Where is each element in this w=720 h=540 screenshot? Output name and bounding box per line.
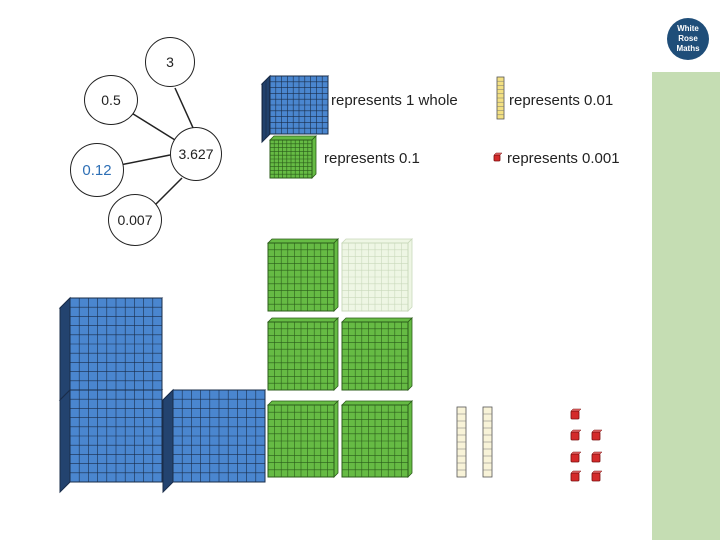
thousandth-cube-4 bbox=[570, 451, 582, 463]
part-value-hundredths: 0.12 bbox=[82, 161, 112, 179]
part-value-ones: 3 bbox=[166, 54, 174, 70]
hundredth-rod-2 bbox=[482, 406, 493, 478]
tenth-flat-4 bbox=[267, 400, 339, 478]
part-circle-hundredths: 0.12 bbox=[70, 143, 124, 197]
hundredth-rod-1 bbox=[456, 406, 467, 478]
legend-tenth-label: represents 0.1 bbox=[324, 150, 420, 167]
tenth-flat-2 bbox=[267, 317, 339, 391]
tenth-flat-5 bbox=[341, 400, 413, 478]
logo-line-1: White bbox=[677, 24, 699, 33]
whole-circle: 3.627 bbox=[170, 127, 222, 181]
thousandth-cube-7 bbox=[591, 470, 603, 482]
part-circle-ones: 3 bbox=[145, 37, 195, 87]
thousandth-cube-2 bbox=[570, 429, 582, 441]
legend-thousandth-label: represents 0.001 bbox=[507, 150, 620, 167]
thousandth-cube-5 bbox=[591, 451, 603, 463]
thousandth-cube-3 bbox=[591, 429, 603, 441]
whole-value: 3.627 bbox=[178, 146, 214, 162]
part-value-thousandths: 0.007 bbox=[117, 212, 153, 228]
part-circle-tenths: 0.5 bbox=[84, 75, 138, 125]
tenth-flat-3 bbox=[341, 317, 413, 391]
legend-whole-cube-icon bbox=[260, 74, 330, 144]
legend-whole-label: represents 1 whole bbox=[331, 92, 458, 109]
legend-hundredth-label: represents 0.01 bbox=[509, 92, 614, 109]
legend-thousandth-cube-icon bbox=[493, 152, 503, 162]
whole-cube-1 bbox=[58, 296, 164, 402]
white-rose-maths-logo: White Rose Maths bbox=[667, 18, 709, 60]
sidebar bbox=[652, 0, 720, 540]
logo-line-3: Maths bbox=[676, 44, 700, 53]
legend-tenth-flat-icon bbox=[269, 135, 317, 179]
thousandth-cube-6 bbox=[570, 470, 582, 482]
tenth-flat-faded bbox=[341, 238, 413, 312]
whole-cube-2 bbox=[58, 388, 164, 494]
tenth-flat-1 bbox=[267, 238, 339, 312]
part-value-tenths: 0.5 bbox=[101, 92, 121, 108]
part-circle-thousandths: 0.007 bbox=[108, 194, 162, 246]
thousandth-cube-1 bbox=[570, 408, 582, 420]
legend-hundredth-rod-icon bbox=[496, 76, 505, 120]
whole-cube-3 bbox=[161, 388, 267, 494]
logo-line-2: Rose bbox=[678, 34, 698, 43]
